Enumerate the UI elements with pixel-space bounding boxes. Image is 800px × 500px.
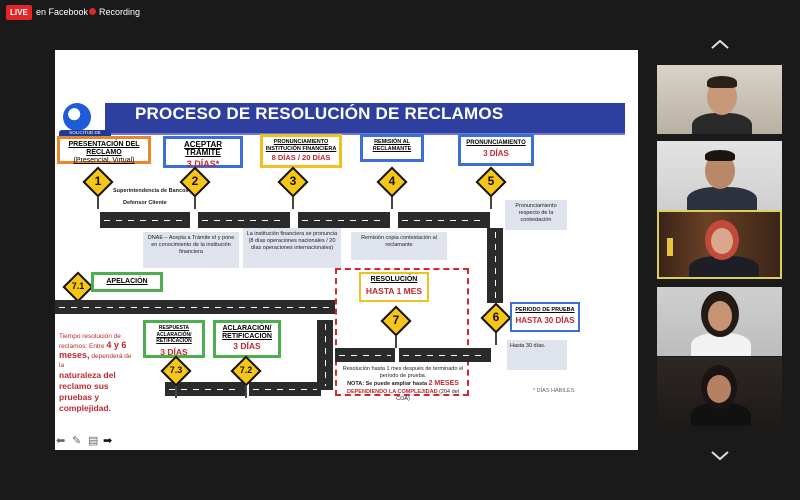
- note-pronunciamiento: Pronunciamiento respecto de la contestac…: [505, 200, 567, 230]
- road-segment: [298, 212, 390, 228]
- slides-icon[interactable]: ▤: [88, 435, 99, 447]
- step-3-label: PRONUNCIAMIENTO INSTITUCIÓN FINANCIERA: [265, 139, 337, 152]
- shared-slide: PROCESO DE RESOLUCIÓN DE RECLAMOS SOLICI…: [55, 50, 638, 450]
- sign-7-2: 7.2: [230, 355, 262, 398]
- step-1-value: (Presencial, Virtual): [73, 157, 135, 164]
- step-4-box: REMISIÓN AL RECLAMANTE: [360, 134, 424, 162]
- step-7-3-box: RESPUESTA ACLARACIÓN/ RETIFICACIÓN 3 DÍA…: [143, 320, 205, 358]
- platform-label: en Facebook: [36, 7, 89, 17]
- step-5-label: PRONUNCIAMIENTO: [466, 140, 526, 146]
- step-1-label: PRESENTACIÓN DEL RECLAMO: [68, 141, 140, 156]
- road-segment: [165, 382, 245, 396]
- sign-4: 4: [376, 166, 408, 209]
- live-badge: LIVE: [6, 5, 32, 20]
- sign-7-1: 7.1: [62, 271, 94, 314]
- sign-7-3: 7.3: [160, 355, 192, 398]
- participant-video-5[interactable]: [657, 357, 782, 426]
- step-7-box: RESOLUCIÓN HASTA 1 MES: [359, 272, 429, 302]
- step-7-2-box: ACLARACIÓN/ RETIFICACIÓN 3 DÍAS: [213, 320, 281, 358]
- scroll-down-icon[interactable]: [710, 450, 730, 462]
- note-institucion: La institución financiera se pronuncia (…: [243, 228, 341, 268]
- note-hasta30: Hasta 30 días.: [507, 340, 567, 370]
- scroll-up-icon[interactable]: [710, 38, 730, 50]
- step-1-box: PRESENTACIÓN DEL RECLAMO (Presencial, Vi…: [57, 136, 151, 164]
- resolucion-dashed-frame: [335, 268, 469, 396]
- road-segment: [198, 212, 290, 228]
- step-5-value: 3 DÍAS: [483, 149, 509, 158]
- pen-icon[interactable]: ✎: [72, 435, 82, 447]
- recording-icon: [89, 8, 96, 15]
- step-2-value: 3 DÍAS*: [186, 159, 220, 169]
- reclamos-logo-icon: [63, 103, 91, 131]
- note-dnae: DNAE – Acepta a Trámite el y pone en con…: [143, 232, 239, 268]
- slide-title: PROCESO DE RESOLUCIÓN DE RECLAMOS: [135, 104, 504, 123]
- road-segment: [55, 300, 335, 314]
- superintendencia-label: Superintendencia de Bancos: [113, 188, 189, 194]
- step-2-box: ACEPTAR TRÁMITE 3 DÍAS*: [163, 136, 243, 169]
- participant-video-2[interactable]: [657, 141, 782, 210]
- participant-video-3-speaking[interactable]: [657, 210, 782, 279]
- road-segment-vertical: [487, 228, 503, 303]
- step-4-label: REMISIÓN AL RECLAMANTE: [372, 139, 412, 152]
- road-segment: [398, 212, 490, 228]
- sign-7: 7: [380, 305, 412, 348]
- step-7-1-box: APELACIÓN: [91, 272, 163, 292]
- step-7-2-label: ACLARACIÓN/ RETIFICACIÓN: [222, 325, 272, 340]
- tiempo-resolucion-text: Tiempo resolución de reclamos: Entre 4 y…: [59, 333, 132, 413]
- step-7-3-label: RESPUESTA ACLARACIÓN/ RETIFICACIÓN: [156, 325, 192, 344]
- back-arrow-icon[interactable]: ⬅: [56, 435, 66, 447]
- sign-2: 2: [179, 166, 211, 209]
- step-6-box: PERIODO DE PRUEBA HASTA 30 DÍAS: [510, 302, 580, 332]
- step-7-3-value: 3 DÍAS: [160, 346, 188, 357]
- step-3-value: 8 DÍAS / 20 DÍAS: [271, 153, 331, 162]
- top-bar: LIVE en Facebook Recording: [0, 0, 800, 24]
- forward-arrow-icon[interactable]: ➡: [103, 435, 113, 447]
- defensor-label: Defensor Cliente: [123, 200, 167, 206]
- step-7-value: HASTA 1 MES: [365, 286, 423, 296]
- sign-5: 5: [475, 166, 507, 209]
- note-resolucion-3: DEPENDIENDO LA COMPLEJIDAD (204 del COA): [347, 389, 459, 402]
- road-segment: [100, 212, 190, 228]
- participant-video-1[interactable]: [657, 65, 782, 134]
- step-7-1-label: APELACIÓN: [106, 278, 148, 285]
- road-segment: [249, 382, 321, 396]
- step-7-2-value: 3 DÍAS: [233, 341, 261, 351]
- note-remision: Remisión copia contestación al reclamant…: [351, 232, 447, 260]
- flag-decoration: [667, 238, 673, 256]
- step-7-label: RESOLUCIÓN: [370, 276, 418, 283]
- road-segment-vertical: [317, 320, 333, 390]
- road-segment: [399, 348, 491, 362]
- step-6-value: HASTA 30 DÍAS: [515, 316, 575, 325]
- step-3-box: PRONUNCIAMIENTO INSTITUCIÓN FINANCIERA 8…: [260, 134, 342, 168]
- recording-label: Recording: [99, 7, 141, 17]
- sign-6: 6: [480, 302, 512, 345]
- step-5-box: PRONUNCIAMIENTO 3 DÍAS: [458, 134, 534, 166]
- sign-3: 3: [277, 166, 309, 209]
- dias-habiles-note: * DÍAS HÁBILES: [533, 388, 575, 394]
- road-segment: [335, 348, 395, 362]
- note-resolucion-2: NOTA: Se puede ampliar hasta 2 MESES: [347, 380, 459, 387]
- step-6-label: PERIODO DE PRUEBA: [515, 307, 575, 313]
- sign-1: 1: [82, 166, 114, 209]
- participant-video-4[interactable]: [657, 287, 782, 356]
- step-2-label: ACEPTAR TRÁMITE: [183, 140, 223, 157]
- note-resolucion-1: Resolución hasta 1 mes después de termin…: [342, 366, 464, 379]
